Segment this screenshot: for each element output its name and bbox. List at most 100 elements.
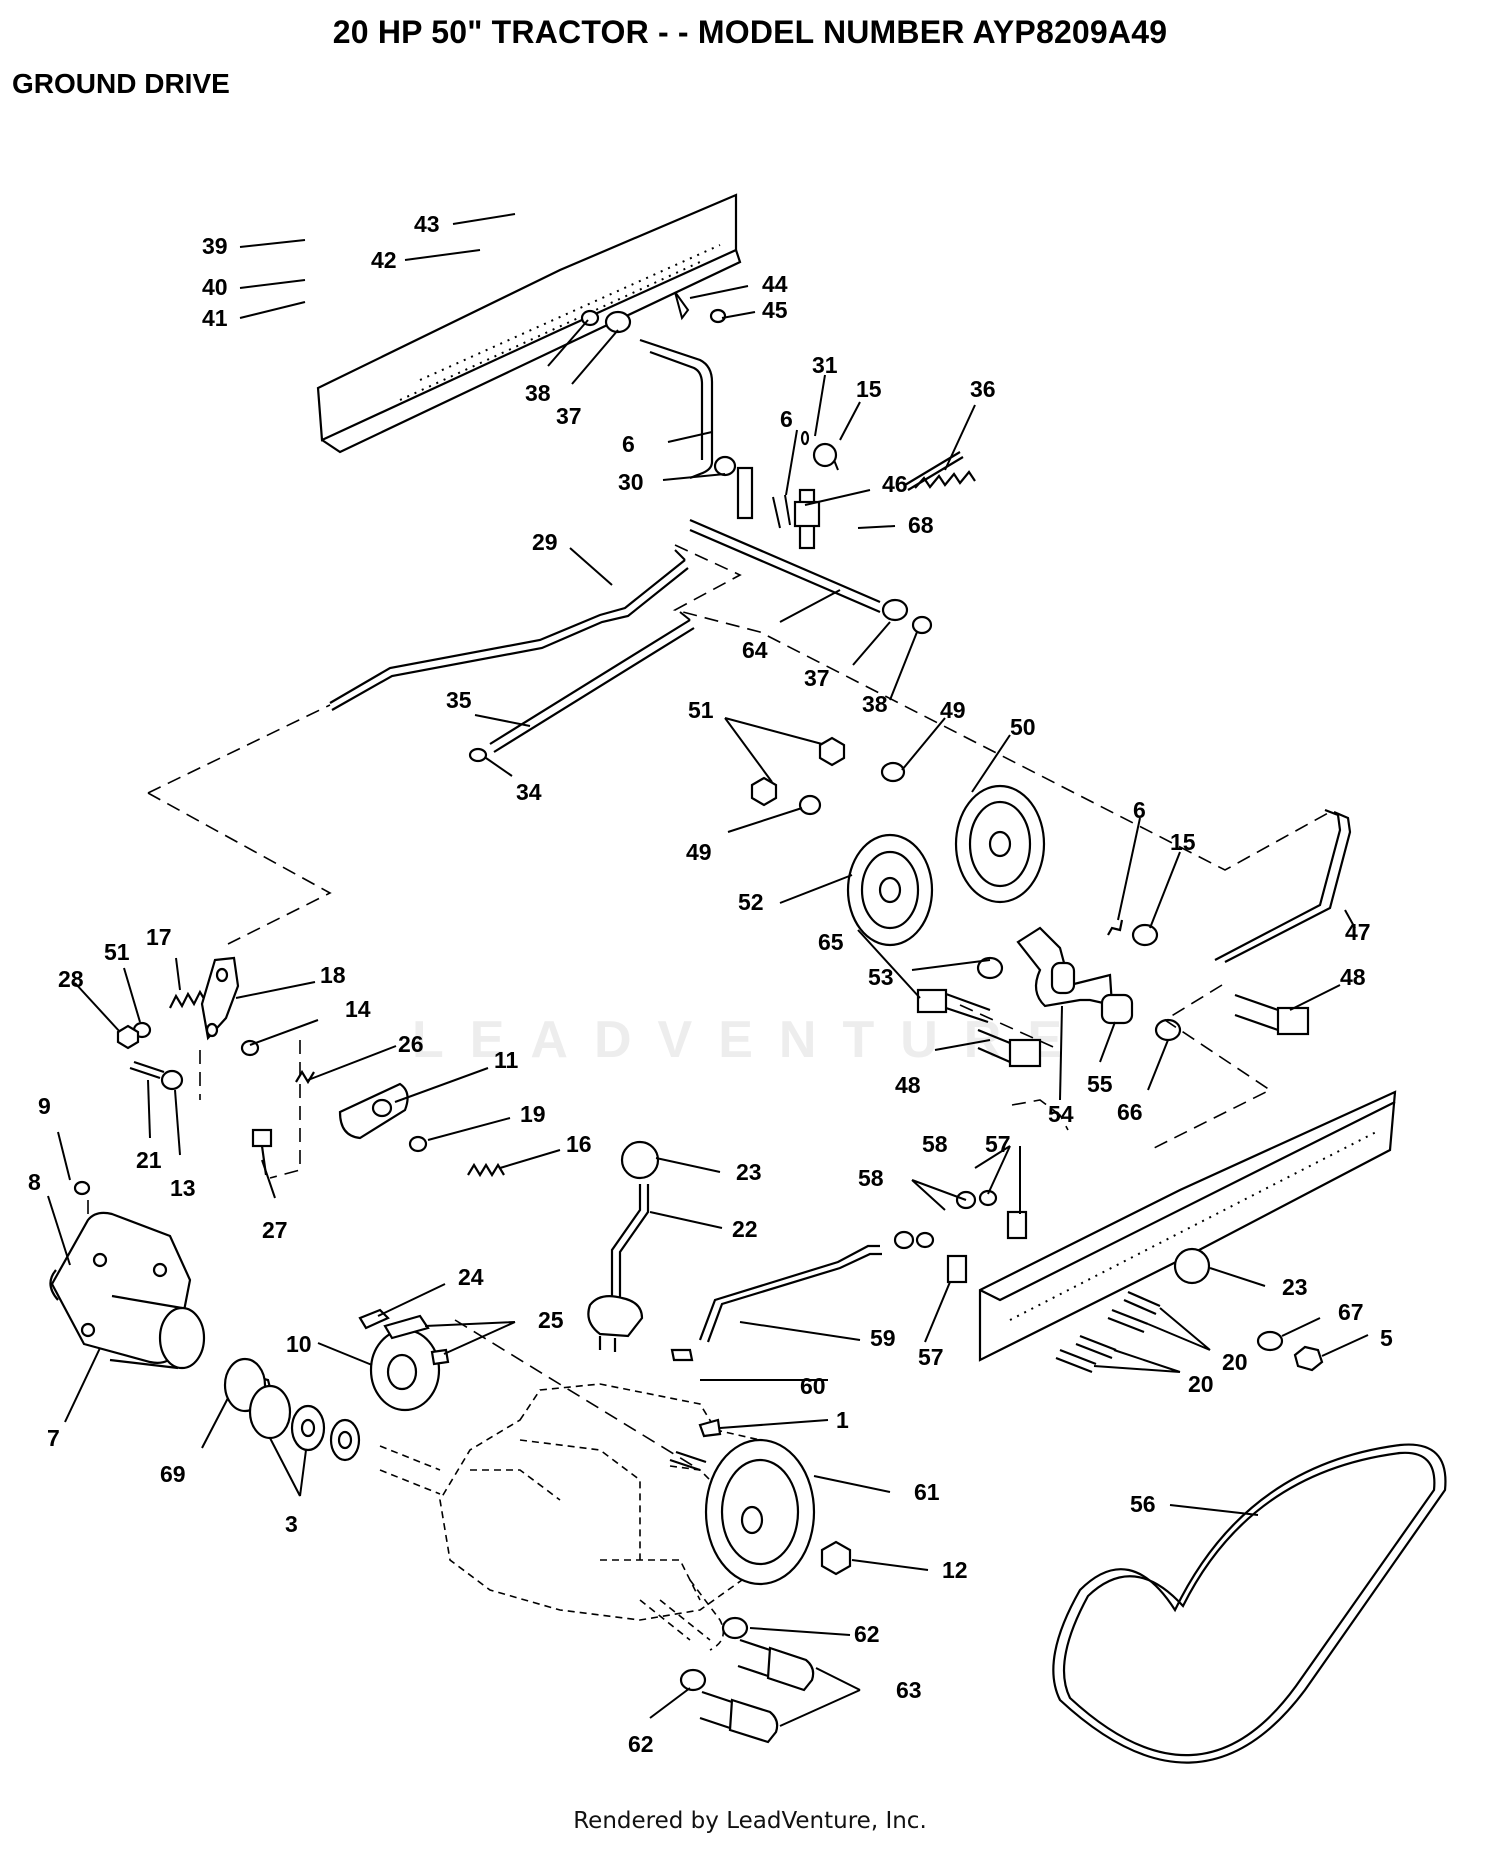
callout-39: 39 (202, 233, 228, 259)
callout-9: 9 (38, 1093, 51, 1119)
callout-14: 14 (345, 996, 371, 1022)
callout-6a: 6 (622, 431, 635, 457)
callout-labels: 39 40 41 43 42 44 45 38 37 31 15 36 6 6 … (28, 211, 1393, 1757)
callout-38b: 38 (862, 691, 888, 717)
callout-48b: 48 (895, 1072, 921, 1098)
callout-37: 37 (556, 403, 582, 429)
callout-20b: 20 (1188, 1371, 1214, 1397)
page-title: 20 HP 50" TRACTOR - - MODEL NUMBER AYP82… (332, 14, 1168, 50)
callout-41: 41 (202, 305, 228, 331)
callout-51: 51 (688, 697, 714, 723)
callout-24: 24 (458, 1264, 484, 1290)
callout-6b: 6 (780, 406, 793, 432)
callout-6c: 6 (1133, 797, 1146, 823)
callout-47: 47 (1345, 919, 1371, 945)
callout-35: 35 (446, 687, 472, 713)
pedal-shaft (580, 291, 964, 635)
callout-18: 18 (320, 962, 346, 988)
idler-bracket (916, 808, 1352, 1068)
section-title: GROUND DRIVE (12, 68, 230, 99)
callout-26: 26 (398, 1031, 424, 1057)
footer-credit: Rendered by LeadVenture, Inc. (573, 1808, 927, 1834)
axle-bolts (679, 1616, 815, 1744)
callout-63: 63 (896, 1677, 922, 1703)
callout-56: 56 (1130, 1491, 1156, 1517)
reference-dashes (87, 544, 1331, 1471)
callout-15: 15 (856, 376, 882, 402)
callout-46: 46 (882, 471, 908, 497)
drive-belt (1052, 1443, 1447, 1764)
callout-7: 7 (47, 1425, 60, 1451)
callout-58a: 58 (922, 1131, 948, 1157)
callout-29: 29 (532, 529, 558, 555)
callout-57b: 57 (918, 1344, 944, 1370)
watermark-text: LEADVENTURE (411, 1011, 1089, 1069)
callout-48a: 48 (1340, 964, 1366, 990)
callout-8: 8 (28, 1169, 41, 1195)
callout-13: 13 (170, 1175, 196, 1201)
leader-lines (47, 213, 1369, 1727)
callout-57a: 57 (985, 1131, 1011, 1157)
callout-62a: 62 (854, 1621, 880, 1647)
callout-28: 28 (58, 966, 84, 992)
callout-38: 38 (525, 380, 551, 406)
callout-31: 31 (812, 352, 838, 378)
callout-34: 34 (516, 779, 542, 805)
callout-42: 42 (371, 247, 397, 273)
callout-50: 50 (1010, 714, 1036, 740)
control-rods (329, 549, 695, 763)
idler-pulleys (750, 736, 1046, 947)
callout-1: 1 (836, 1407, 849, 1433)
callout-54: 54 (1048, 1101, 1074, 1127)
springs (169, 470, 976, 1178)
callout-20a: 20 (1222, 1349, 1248, 1375)
callout-49b: 49 (686, 839, 712, 865)
callout-45: 45 (762, 297, 788, 323)
upper-frame-rail (316, 193, 742, 454)
callout-67: 67 (1338, 1299, 1364, 1325)
callout-59: 59 (870, 1325, 896, 1351)
callout-43: 43 (414, 211, 440, 237)
callout-25: 25 (538, 1307, 564, 1333)
callout-65: 65 (818, 929, 844, 955)
axle-hub (49, 1180, 361, 1462)
callout-10: 10 (286, 1331, 312, 1357)
callout-49: 49 (940, 697, 966, 723)
callout-17: 17 (146, 924, 172, 950)
drive-pulley (669, 1418, 852, 1586)
lower-frame-rail (978, 1090, 1397, 1362)
callout-16: 16 (566, 1131, 592, 1157)
callout-58b: 58 (858, 1165, 884, 1191)
callout-5: 5 (1380, 1325, 1393, 1351)
callout-64: 64 (742, 637, 768, 663)
callout-62b: 62 (628, 1731, 654, 1757)
callout-55: 55 (1087, 1071, 1113, 1097)
callout-40: 40 (202, 274, 228, 300)
callout-22: 22 (732, 1216, 758, 1242)
callout-15b: 15 (1170, 829, 1196, 855)
callout-23b: 23 (1282, 1274, 1308, 1300)
callout-3: 3 (285, 1511, 298, 1537)
callout-53: 53 (868, 964, 894, 990)
brake-disc (358, 1308, 450, 1412)
shift-rod (698, 1189, 1028, 1343)
frame-bolts (1055, 1290, 1324, 1374)
callout-30: 30 (618, 469, 644, 495)
callout-27: 27 (262, 1217, 288, 1243)
callout-61: 61 (914, 1479, 940, 1505)
brake-linkage (116, 956, 428, 1176)
callout-21: 21 (136, 1147, 162, 1173)
callout-68: 68 (908, 512, 934, 538)
callout-69: 69 (160, 1461, 186, 1487)
callout-44: 44 (762, 271, 788, 297)
callout-12: 12 (942, 1557, 968, 1583)
callout-23a: 23 (736, 1159, 762, 1185)
callout-19: 19 (520, 1101, 546, 1127)
callout-36: 36 (970, 376, 996, 402)
callout-37b: 37 (804, 665, 830, 691)
shift-lever (587, 1140, 1211, 1362)
callout-51b: 51 (104, 939, 130, 965)
callout-60: 60 (800, 1373, 826, 1399)
callout-52: 52 (738, 889, 764, 915)
